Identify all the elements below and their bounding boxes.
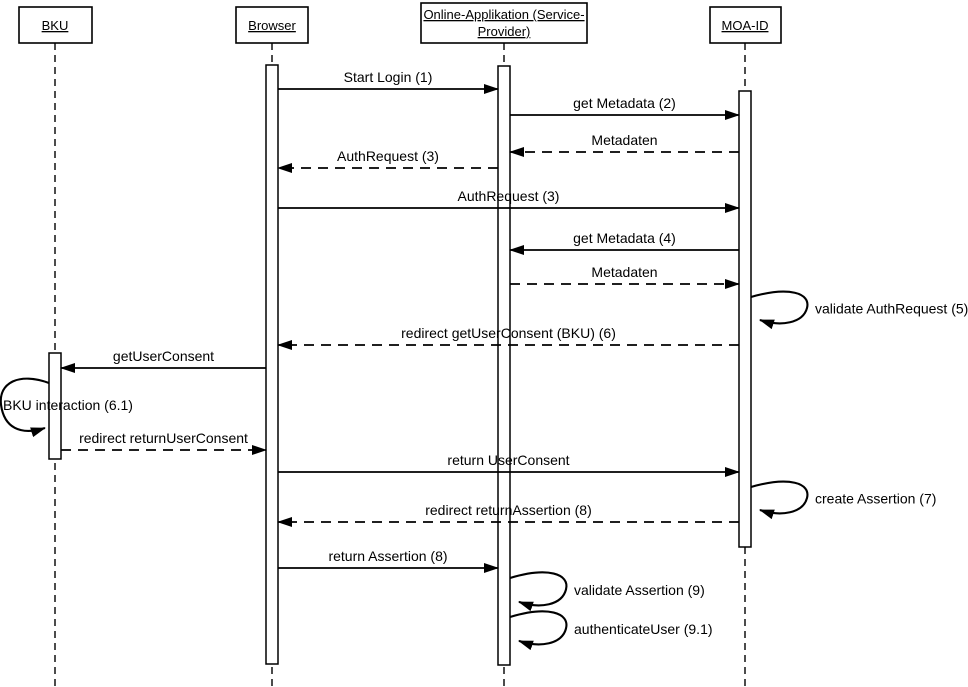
message-label-5: get Metadata (4)	[573, 230, 676, 246]
message-label-14: redirect returnAssertion (8)	[425, 502, 592, 518]
message-label-11: redirect returnUserConsent	[79, 430, 248, 446]
actor-label-oa: Online-Applikation (Service-Provider)	[423, 7, 584, 39]
actor-label-browser: Browser	[248, 18, 296, 33]
message-label-3: AuthRequest (3)	[337, 148, 439, 164]
self-message-arrow-10	[0, 377, 50, 438]
message-label-6: Metadaten	[591, 264, 657, 280]
activation-bar-browser	[265, 64, 279, 665]
self-message-arrow-7	[750, 290, 809, 330]
message-label-1: get Metadata (2)	[573, 95, 676, 111]
actor-box-oa	[420, 2, 588, 44]
activation-bar-moaid	[738, 90, 752, 548]
actor-box-bku	[18, 6, 93, 44]
message-label-12: return UserConsent	[447, 452, 569, 468]
activation-bar-oa	[497, 65, 511, 666]
message-label-9: getUserConsent	[113, 348, 214, 364]
message-label-2: Metadaten	[591, 132, 657, 148]
self-message-label-13: create Assertion (7)	[815, 491, 936, 507]
self-message-arrow-17	[509, 610, 568, 651]
activation-bar-bku	[48, 352, 62, 460]
self-message-arrow-13	[750, 480, 809, 520]
actor-label-bku: BKU	[42, 18, 69, 33]
actor-box-browser	[235, 6, 309, 44]
self-message-arrow-16	[509, 571, 568, 612]
self-message-label-16: validate Assertion (9)	[574, 582, 705, 598]
self-message-label-7: validate AuthRequest (5)	[815, 301, 968, 317]
message-label-15: return Assertion (8)	[328, 548, 447, 564]
message-label-0: Start Login (1)	[344, 69, 433, 85]
message-label-8: redirect getUserConsent (BKU) (6)	[401, 325, 616, 341]
self-message-label-10: BKU interaction (6.1)	[3, 397, 133, 413]
actor-label-moaid: MOA-ID	[722, 18, 769, 33]
self-message-label-17: authenticateUser (9.1)	[574, 621, 713, 637]
actor-box-moaid	[709, 6, 782, 44]
message-label-4: AuthRequest (3)	[458, 188, 560, 204]
